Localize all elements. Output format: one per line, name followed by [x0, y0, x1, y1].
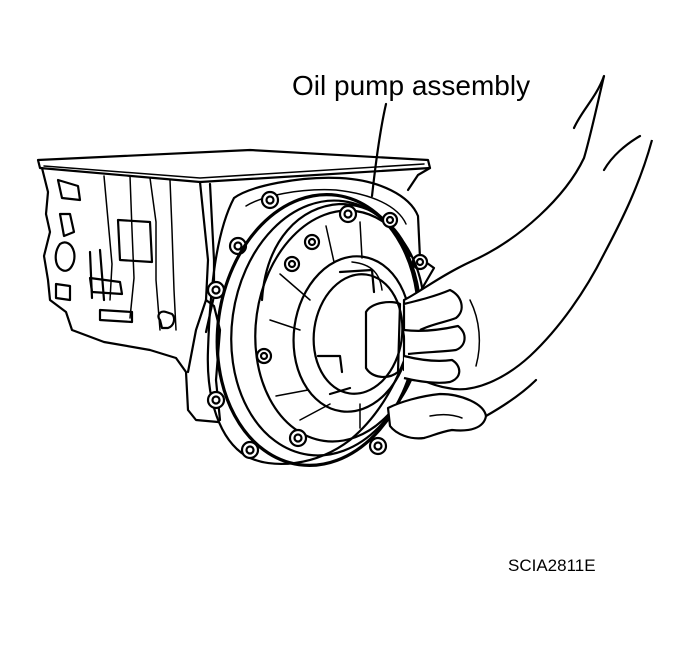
callout-label: Oil pump assembly — [292, 70, 531, 101]
figure-code: SCIA2811E — [508, 556, 596, 575]
transmission-case-drawing — [36, 148, 432, 424]
hand-drawing — [386, 74, 654, 440]
callout-leader-line — [370, 102, 388, 198]
